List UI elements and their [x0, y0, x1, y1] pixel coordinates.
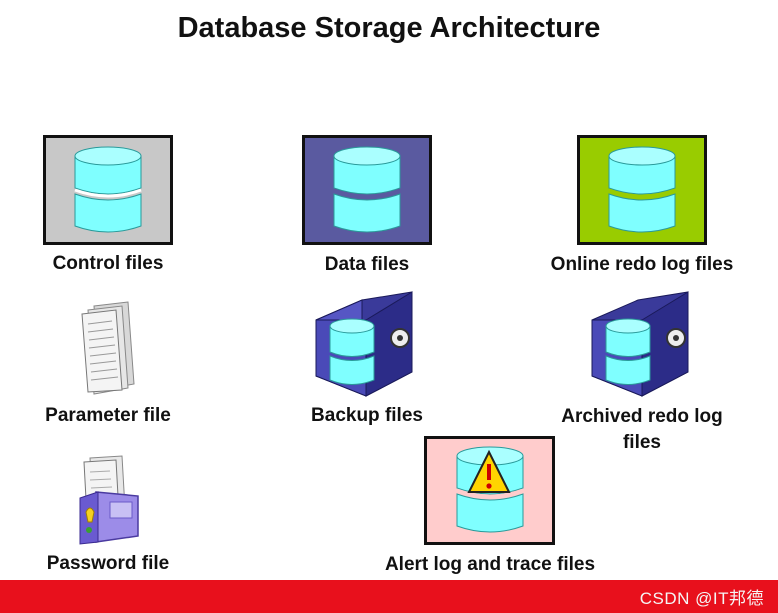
- bottom-bar: [0, 580, 778, 613]
- alert-log-trace-files-icon: [456, 446, 524, 533]
- archived-redo-log-files-icon: [591, 291, 689, 397]
- parameter-file-icon: [81, 301, 135, 395]
- warning-icon: [467, 449, 511, 493]
- password-file-icon: [79, 455, 139, 545]
- data-files-icon: [333, 146, 401, 233]
- watermark: CSDN @IT邦德: [639, 589, 764, 608]
- backup-files-label: Backup files: [311, 405, 423, 426]
- archived-redo-log-label-line1: Archived redo log: [561, 406, 723, 427]
- online-redo-log-files-icon: [608, 146, 676, 233]
- control-files-icon: [74, 146, 142, 233]
- parameter-file-label: Parameter file: [45, 405, 171, 426]
- password-file-label: Password file: [46, 553, 170, 574]
- page-title: Database Storage Architecture: [177, 12, 601, 44]
- online-redo-log-files-label: Online redo log files: [550, 254, 734, 275]
- backup-files-icon: [315, 291, 413, 397]
- alert-log-trace-files-label: Alert log and trace files: [384, 554, 596, 575]
- control-files-label: Control files: [52, 253, 164, 274]
- archived-redo-log-files-label: Archived redo log files: [522, 404, 762, 456]
- data-files-label: Data files: [324, 254, 410, 275]
- archived-redo-log-label-line2: files: [622, 432, 662, 453]
